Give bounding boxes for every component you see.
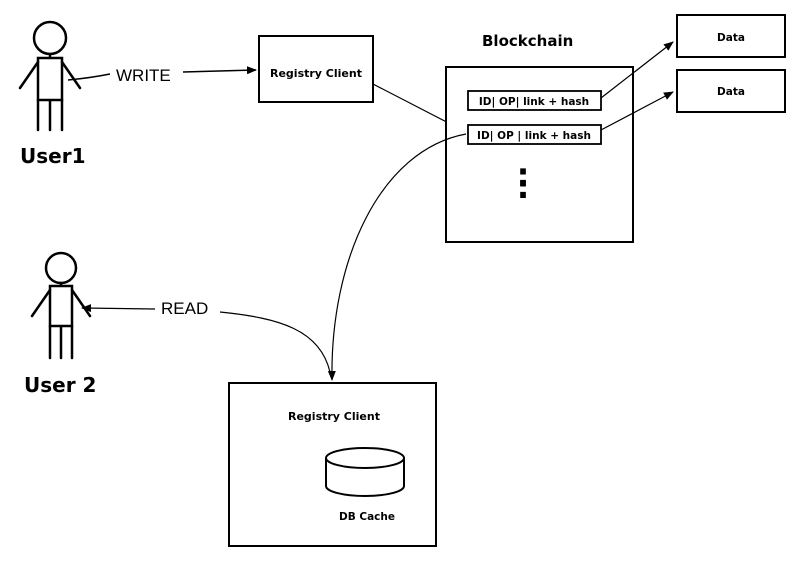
- read-arrow-head: [81, 304, 156, 313]
- write-arrow-head: [182, 66, 257, 75]
- registry-client-top-box: [258, 35, 374, 103]
- record-to-cache-arrow: [327, 133, 467, 381]
- data-box-2-label: Data: [717, 86, 745, 98]
- registry-client-top-label: Registry Client: [270, 67, 362, 80]
- user1-torso: [36, 56, 64, 102]
- data-box-1-label: Data: [717, 32, 745, 44]
- write-label: WRITE: [116, 66, 171, 85]
- data-box-2: [676, 69, 786, 113]
- record-2-to-data-arrow: [600, 91, 674, 131]
- blockchain-record-2-text: ID| OP | link + hash: [477, 130, 591, 142]
- user1-label: User1: [20, 144, 86, 168]
- user2-figure: [30, 251, 92, 360]
- user1-head: [32, 20, 68, 56]
- record-1-to-data-arrow: [600, 41, 674, 99]
- blockchain-record-2: [467, 124, 602, 145]
- registry-client-bottom-label: Registry Client: [288, 410, 380, 423]
- blockchain-ellipsis-bottom: :: [517, 168, 530, 206]
- data-box-1: [676, 14, 786, 58]
- read-label: READ: [161, 299, 208, 318]
- blockchain-record-1: [467, 90, 602, 111]
- user2-label: User 2: [24, 373, 96, 397]
- user1-figure: [18, 20, 82, 132]
- read-arrow-tail: [219, 311, 331, 373]
- db-cache-icon: [325, 447, 405, 497]
- user2-torso: [48, 284, 74, 328]
- blockchain-title: Blockchain: [482, 32, 573, 50]
- user2-head: [44, 251, 78, 285]
- blockchain-record-1-text: ID| OP| link + hash: [479, 96, 589, 108]
- blockchain-ellipsis-top: :: [517, 156, 530, 194]
- write-arrow-tail: [67, 73, 111, 81]
- db-cache-label: DB Cache: [339, 511, 395, 523]
